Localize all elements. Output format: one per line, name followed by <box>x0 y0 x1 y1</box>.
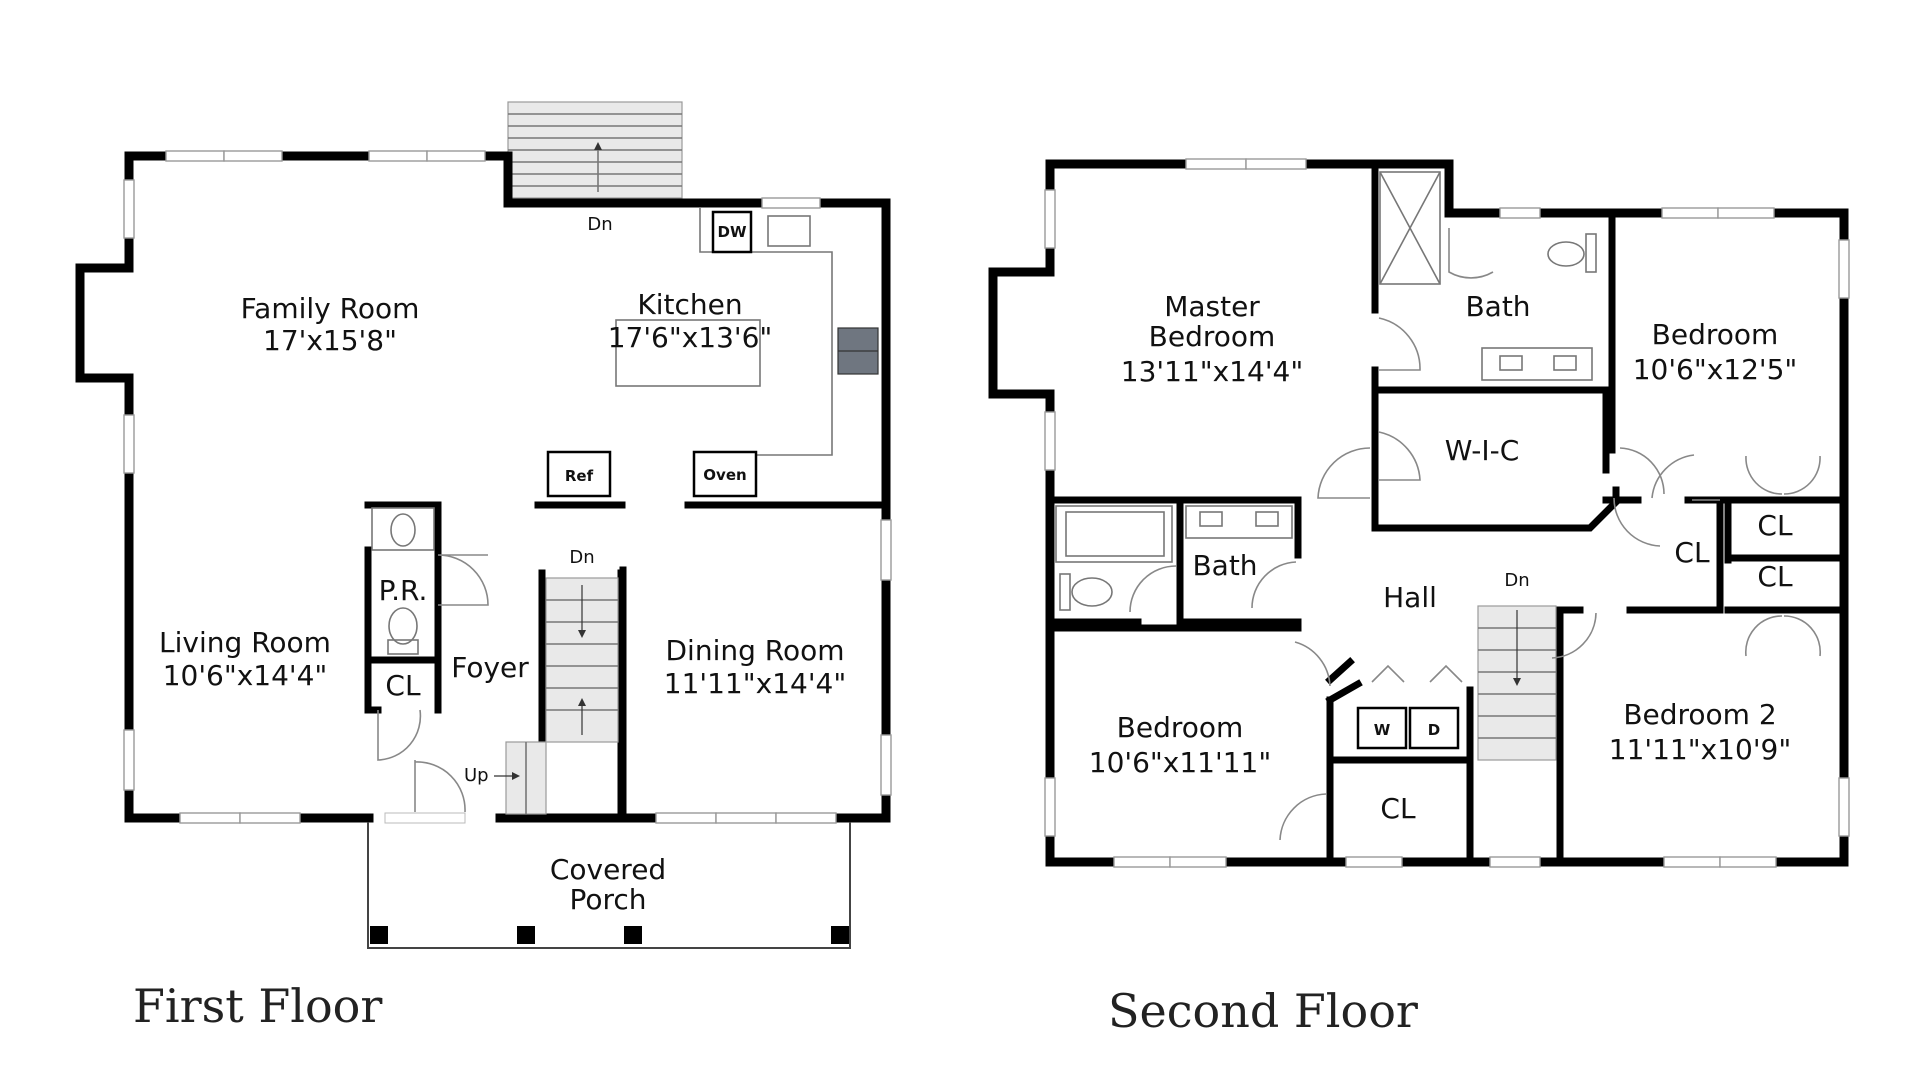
first-floor-closet-label: CL <box>385 669 421 702</box>
bedroom-sw-name: Bedroom <box>1117 711 1244 744</box>
stair-down-label: Dn <box>569 547 594 568</box>
first-floor-main-stairs <box>505 577 619 815</box>
master-bedroom-line2: Bedroom <box>1149 320 1276 353</box>
first-floor-plan: Dn DW <box>75 101 892 1033</box>
second-stair-down-label: Dn <box>1504 570 1529 591</box>
living-room-name: Living Room <box>159 626 331 659</box>
family-room-dims: 17'x15'8" <box>263 324 397 357</box>
dining-room-name: Dining Room <box>665 634 844 667</box>
porch-label-line1: Covered <box>550 853 666 886</box>
second-floor-plan: Dn Master Bedr <box>988 158 1850 1038</box>
closet-label-4: CL <box>1380 792 1416 825</box>
first-floor-deck-stairs <box>507 101 683 199</box>
dining-room-dims: 11'11"x14'4" <box>664 667 846 700</box>
kitchen-counters <box>615 208 879 456</box>
kitchen-name: Kitchen <box>637 288 742 321</box>
bedroom-ne-name: Bedroom <box>1652 318 1779 351</box>
first-floor-title: First Floor <box>133 979 382 1033</box>
bedroom-2-name: Bedroom 2 <box>1623 698 1776 731</box>
kitchen-dims: 17'6"x13'6" <box>608 321 773 354</box>
hall-label: Hall <box>1383 581 1437 614</box>
master-bath-label: Bath <box>1465 290 1530 323</box>
second-floor-stairs <box>1477 605 1557 761</box>
walk-in-closet-label: W-I-C <box>1445 434 1520 467</box>
bedroom-sw-dims: 10'6"x11'11" <box>1089 746 1271 779</box>
covered-porch <box>367 822 851 949</box>
hall-bath-label: Bath <box>1192 549 1257 582</box>
oven-label: Oven <box>703 466 746 484</box>
deck-down-label: Dn <box>587 214 612 235</box>
dryer-label: D <box>1428 721 1440 739</box>
master-bedroom-line1: Master <box>1164 290 1260 323</box>
master-bedroom-dims: 13'11"x14'4" <box>1121 355 1303 388</box>
washer-label: W <box>1374 721 1391 739</box>
stair-up-label: Up <box>464 765 489 786</box>
porch-label-line2: Porch <box>569 883 646 916</box>
foyer-label: Foyer <box>451 651 529 684</box>
closet-label-3: CL <box>1757 560 1793 593</box>
closet-label-2: CL <box>1674 536 1710 569</box>
living-room-dims: 10'6"x14'4" <box>163 659 328 692</box>
closet-label-1: CL <box>1757 509 1793 542</box>
powder-room-label: P.R. <box>379 574 428 607</box>
second-floor-title: Second Floor <box>1108 984 1418 1038</box>
refrigerator-label: Ref <box>565 467 594 485</box>
bedroom-2-dims: 11'11"x10'9" <box>1609 733 1791 766</box>
dishwasher-label: DW <box>718 223 747 241</box>
bedroom-ne-dims: 10'6"x12'5" <box>1633 353 1798 386</box>
family-room-name: Family Room <box>241 292 420 325</box>
